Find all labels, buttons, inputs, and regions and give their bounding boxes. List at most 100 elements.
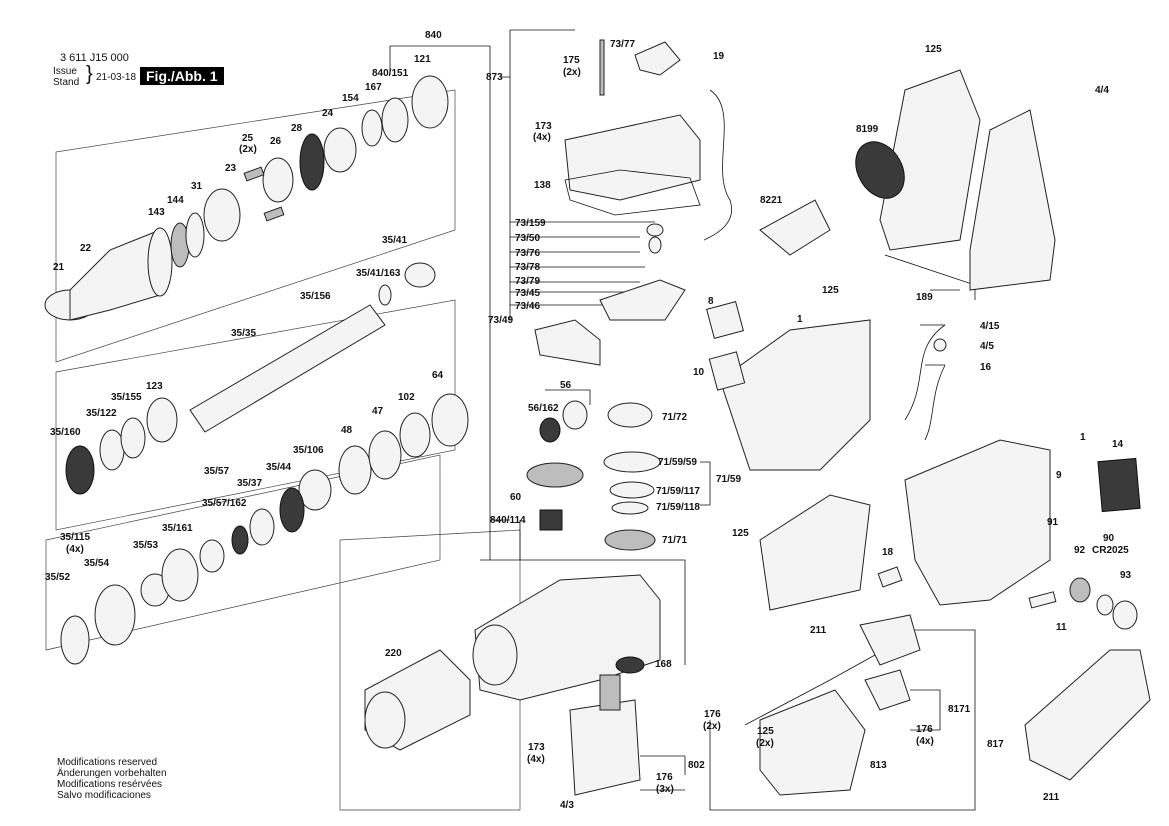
note-de: Änderungen vorbehalten bbox=[57, 768, 167, 779]
label-1-b: 1 bbox=[1080, 432, 1086, 443]
label-35-155: 35/155 bbox=[111, 392, 142, 403]
label-71-59-117: 71/59/117 bbox=[656, 486, 700, 497]
gasket-138 bbox=[564, 169, 701, 216]
label-35-106: 35/106 bbox=[293, 445, 324, 456]
label-73-45: 73/45 bbox=[515, 288, 540, 299]
label-176-b: 176 bbox=[704, 709, 721, 720]
label-168: 168 bbox=[655, 659, 672, 670]
oring-168 bbox=[615, 656, 645, 674]
label-125-mid: 125 bbox=[822, 285, 839, 296]
oring-56-162 bbox=[539, 417, 561, 443]
label-73-77: 73/77 bbox=[610, 39, 635, 50]
part-73-46 bbox=[599, 279, 686, 321]
ring-35-41-163 bbox=[378, 284, 392, 306]
note-es: Salvo modificaciones bbox=[57, 790, 151, 801]
issue-block: Issue Stand bbox=[53, 66, 79, 88]
label-840: 840 bbox=[425, 30, 442, 41]
part-35-54 bbox=[94, 584, 136, 646]
label-71-59-118: 71/59/118 bbox=[656, 502, 700, 513]
part-71-72 bbox=[607, 402, 653, 428]
label-173-motor-qty: (4x) bbox=[527, 754, 545, 765]
label-11 bbox=[1028, 591, 1057, 609]
brace: } bbox=[86, 63, 93, 85]
part-56 bbox=[562, 400, 588, 430]
part-23 bbox=[263, 206, 285, 222]
damper-8199 bbox=[855, 141, 905, 199]
bracket-840 bbox=[389, 45, 686, 665]
panel-chuck bbox=[55, 89, 456, 363]
label-23: 23 bbox=[225, 163, 237, 174]
ring-71-59-118 bbox=[611, 501, 649, 515]
part-123 bbox=[146, 397, 178, 443]
cable-176 bbox=[744, 654, 876, 726]
label-92: 92 bbox=[1074, 545, 1086, 556]
label-102: 102 bbox=[398, 392, 415, 403]
part-71-59-117 bbox=[609, 481, 655, 499]
oring-35-57-162 bbox=[231, 525, 249, 555]
label-14: 14 bbox=[1112, 439, 1124, 450]
label-138: 138 bbox=[534, 180, 551, 191]
label-25-qty: (2x) bbox=[239, 144, 257, 155]
label-35-37: 35/37 bbox=[237, 478, 262, 489]
label-60: 60 bbox=[510, 492, 522, 503]
label-35-35: 35/35 bbox=[231, 328, 256, 339]
label-21: 21 bbox=[53, 262, 65, 273]
cable-19 bbox=[704, 89, 733, 241]
label-8199: 8199 bbox=[856, 124, 879, 135]
label-11: 11 bbox=[1056, 622, 1067, 633]
cap-92 bbox=[1069, 577, 1091, 603]
part-35-37 bbox=[249, 508, 275, 546]
label-35-53: 35/53 bbox=[133, 540, 158, 551]
part-26 bbox=[262, 157, 294, 203]
label-10: 10 bbox=[693, 367, 705, 378]
bracket-817 bbox=[709, 629, 976, 811]
label-9: 9 bbox=[1056, 470, 1062, 481]
label-167: 167 bbox=[365, 82, 382, 93]
label-4-4: 4/4 bbox=[1095, 85, 1109, 96]
part-73-49 bbox=[534, 319, 601, 366]
label-176-motor-qty: (3x) bbox=[656, 784, 674, 795]
label-35-41: 35/41 bbox=[382, 235, 407, 246]
label-125-d-qty: (2x) bbox=[756, 738, 774, 749]
label-8171: 8171 bbox=[948, 704, 971, 715]
label-71-71: 71/71 bbox=[662, 535, 687, 546]
bracket-56 bbox=[545, 389, 591, 405]
label-25: 25 bbox=[242, 133, 254, 144]
part-8221 bbox=[759, 199, 831, 256]
panel-gearbox bbox=[339, 529, 521, 811]
label-8: 8 bbox=[708, 296, 714, 307]
label-22: 22 bbox=[80, 243, 92, 254]
label-173-top-qty: (4x) bbox=[533, 132, 551, 143]
label-35-52: 35/52 bbox=[45, 572, 70, 583]
label-4-5: 4/5 bbox=[980, 341, 994, 352]
label-73-49: 73/49 bbox=[488, 315, 513, 326]
label-24: 24 bbox=[322, 108, 334, 119]
note-fr: Modifications resérvées bbox=[57, 779, 163, 790]
notes-block: Modifications reserved Änderungen vorbeh… bbox=[57, 757, 167, 801]
label-28: 28 bbox=[291, 123, 303, 134]
gearbox-housing bbox=[474, 574, 661, 701]
label-154: 154 bbox=[342, 93, 359, 104]
label-8 bbox=[706, 301, 744, 339]
cable-16 bbox=[924, 364, 946, 441]
ring-102 bbox=[399, 412, 431, 458]
part-24 bbox=[323, 127, 357, 173]
ring-35-155 bbox=[120, 417, 146, 459]
stand-label: Stand bbox=[53, 77, 80, 88]
label-802: 802 bbox=[688, 760, 705, 771]
document-number: 3 611 J15 000 bbox=[60, 52, 129, 64]
label-813: 813 bbox=[870, 760, 887, 771]
part-4-5 bbox=[933, 338, 947, 352]
battery-14 bbox=[1097, 457, 1141, 513]
spindle-35-35 bbox=[189, 304, 386, 433]
label-176-b-qty: (2x) bbox=[703, 721, 721, 732]
label-189: 189 bbox=[916, 292, 933, 303]
label-35-160: 35/160 bbox=[50, 427, 81, 438]
label-cr2025: CR2025 bbox=[1092, 545, 1129, 556]
label-31: 31 bbox=[191, 181, 203, 192]
label-4-3: 4/3 bbox=[560, 800, 574, 811]
label-176-c: 176 bbox=[916, 724, 933, 735]
label-840-114: 840/114 bbox=[490, 515, 526, 526]
battery-cell-90 bbox=[1096, 594, 1114, 616]
